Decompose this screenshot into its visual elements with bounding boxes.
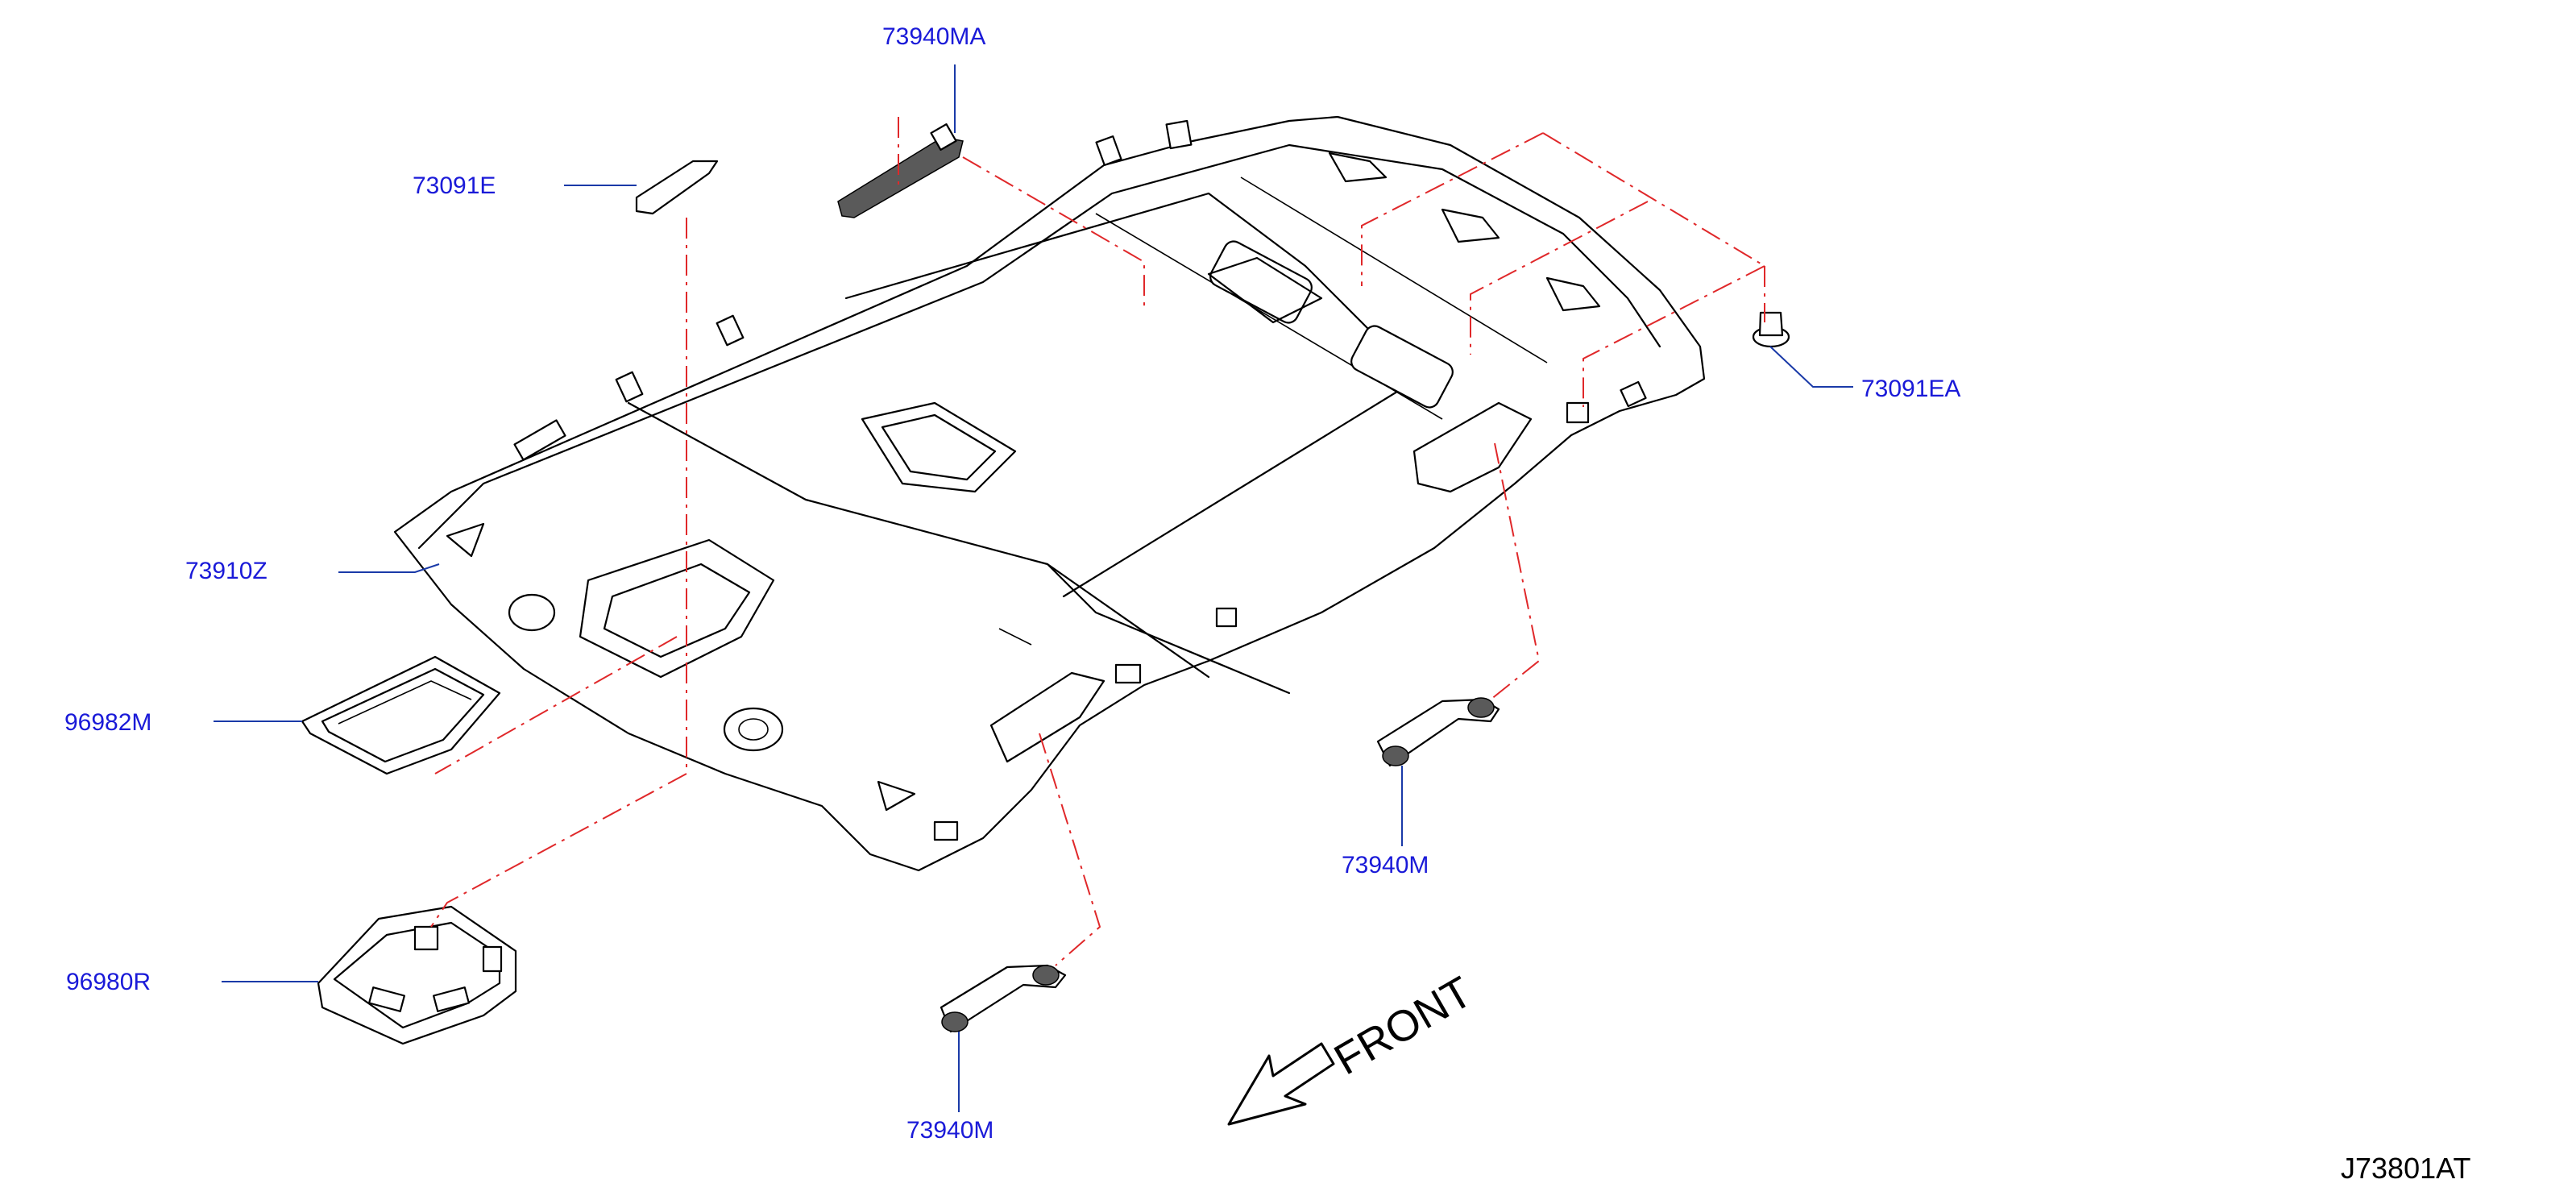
label-73940MA: 73940MA (882, 23, 985, 50)
part-96982M (301, 655, 501, 775)
label-96980R: 96980R (66, 969, 151, 995)
part-73091EA (1752, 311, 1790, 348)
part-73940M-right (1376, 697, 1500, 767)
front-indicator: FRONT (1227, 967, 1480, 1126)
headliner-73910Z (393, 115, 1706, 872)
label-73940M-bottom: 73940M (906, 1117, 993, 1144)
leader-lines (214, 64, 1853, 1112)
part-96980R (317, 905, 517, 1045)
reference-code: J73801AT (2341, 1152, 2470, 1185)
label-73091E: 73091E (413, 172, 496, 199)
label-96982M: 96982M (64, 709, 151, 736)
label-73910Z: 73910Z (185, 558, 268, 584)
assembly-lines (430, 117, 1765, 966)
front-arrow-icon (1227, 1042, 1335, 1126)
part-73940MA (837, 123, 964, 218)
label-73940M-right: 73940M (1342, 852, 1429, 878)
front-label: FRONT (1326, 967, 1480, 1084)
part-73091E (635, 160, 719, 215)
label-73091EA: 73091EA (1861, 376, 1960, 402)
part-73940M-bottom (940, 964, 1067, 1033)
